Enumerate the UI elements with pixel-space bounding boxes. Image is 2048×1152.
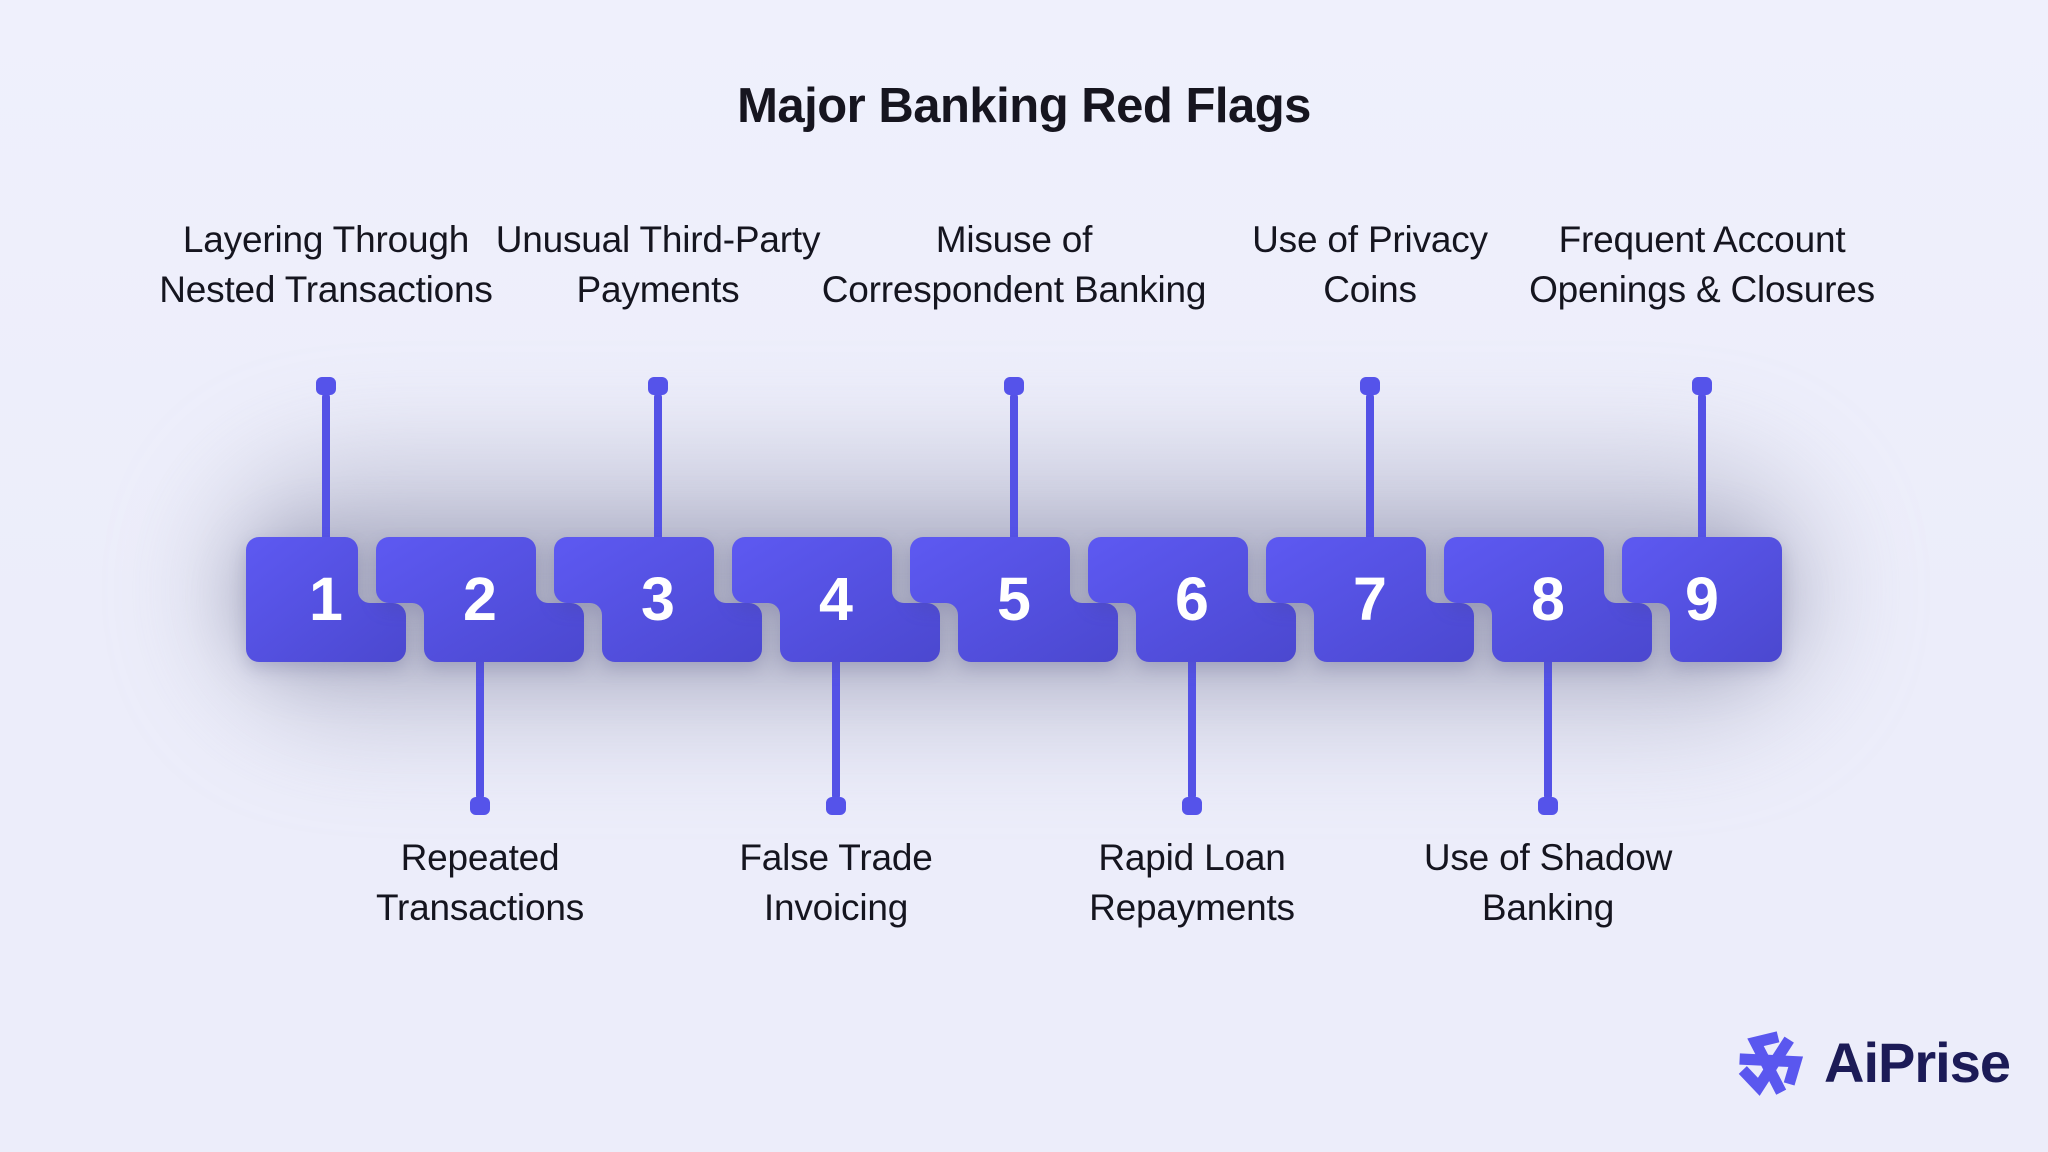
step-label-6: Rapid Loan Repayments (1089, 837, 1295, 928)
tile-4 (732, 537, 940, 662)
page-title: Major Banking Red Flags (737, 79, 1311, 133)
tile-number-7: 7 (1353, 565, 1387, 633)
connector-line-8 (1544, 656, 1552, 800)
connector-line-3 (654, 393, 662, 543)
step-label-4: False Trade Invoicing (739, 837, 933, 928)
tile-number-5: 5 (997, 565, 1031, 633)
tile-number-8: 8 (1531, 565, 1565, 633)
aiprise-logo: AiPrise (1730, 1018, 2011, 1106)
step-label-7: Use of Privacy Coins (1252, 219, 1488, 310)
connector-line-2 (476, 656, 484, 800)
tile-number-1: 1 (309, 565, 343, 633)
tile-2 (376, 537, 584, 662)
tile-7 (1266, 537, 1474, 662)
connector-cap-7 (1360, 377, 1380, 395)
connector-line-6 (1188, 656, 1196, 800)
tile-1 (246, 537, 406, 662)
tile-shape (246, 537, 406, 662)
step-label-8: Use of Shadow Banking (1423, 837, 1673, 928)
connector-cap-5 (1004, 377, 1024, 395)
tile-shape (376, 537, 584, 662)
tile-shape (1266, 537, 1474, 662)
tile-shape (732, 537, 940, 662)
step-label-9: Frequent Account Openings & Closures (1529, 219, 1875, 310)
tile-shape (1088, 537, 1296, 662)
connector-line-5 (1010, 393, 1018, 543)
aiprise-logo-mark (1738, 1031, 1804, 1096)
step-label-2: Repeated Transactions (375, 837, 585, 928)
tile-shape (1622, 537, 1782, 662)
tile-shape (554, 537, 762, 662)
tile-number-2: 2 (463, 565, 497, 633)
tile-8 (1444, 537, 1652, 662)
tile-5 (910, 537, 1118, 662)
tile-6 (1088, 537, 1296, 662)
connector-cap-8 (1538, 797, 1558, 815)
connector-cap-4 (826, 797, 846, 815)
aiprise-logo-text: AiPrise (1824, 1030, 2011, 1094)
tile-number-6: 6 (1175, 565, 1209, 633)
connector-line-4 (832, 656, 840, 800)
connector-cap-2 (470, 797, 490, 815)
step-label-1: Layering Through Nested Transactions (159, 219, 493, 310)
connector-line-9 (1698, 393, 1706, 543)
connector-line-7 (1366, 393, 1374, 543)
tile-number-4: 4 (819, 565, 853, 633)
connector-cap-6 (1182, 797, 1202, 815)
connector-cap-9 (1692, 377, 1712, 395)
tile-shape (1444, 537, 1652, 662)
connector-cap-1 (316, 377, 336, 395)
step-label-3: Unusual Third-Party Payments (495, 219, 821, 310)
tile-number-9: 9 (1685, 565, 1719, 633)
tile-3 (554, 537, 762, 662)
step-label-5: Misuse of Correspondent Banking (821, 219, 1207, 310)
tile-number-3: 3 (641, 565, 675, 633)
tile-shape (910, 537, 1118, 662)
connector-cap-3 (648, 377, 668, 395)
connector-line-1 (322, 393, 330, 543)
tile-9 (1622, 537, 1782, 662)
